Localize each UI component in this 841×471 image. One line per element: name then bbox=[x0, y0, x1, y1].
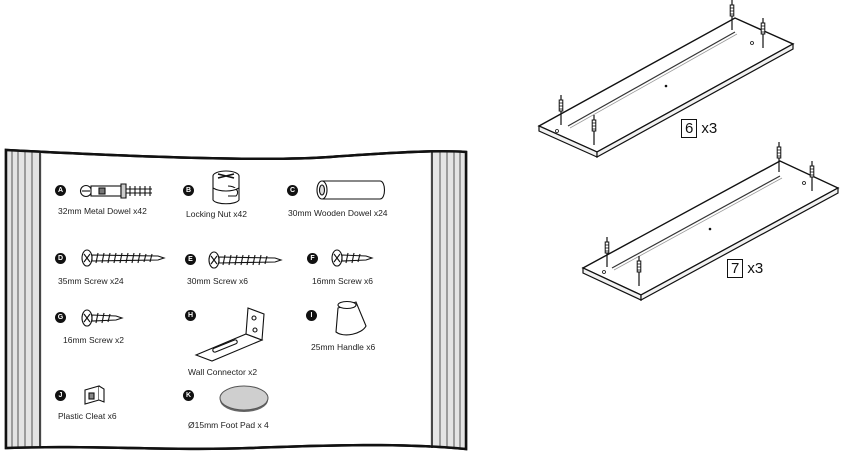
handle-icon bbox=[335, 300, 367, 336]
panel-6-qty: x3 bbox=[701, 120, 718, 137]
letter-badge-d: D bbox=[55, 253, 66, 264]
letter-badge-a: A bbox=[55, 185, 66, 196]
screw-icon bbox=[208, 251, 283, 269]
letter-badge-c: C bbox=[287, 185, 298, 196]
letter-badge-k: K bbox=[183, 390, 194, 401]
wooden-dowel-icon bbox=[316, 180, 386, 200]
letter-badge-b: B bbox=[183, 185, 194, 196]
part-label-j: Plastic Cleat x6 bbox=[58, 411, 117, 421]
part-label-e: 30mm Screw x6 bbox=[187, 276, 248, 286]
letter-badge-h: H bbox=[185, 310, 196, 321]
hardware-bag bbox=[4, 148, 468, 451]
part-label-f: 16mm Screw x6 bbox=[312, 276, 373, 286]
part-label-h: Wall Connector x2 bbox=[188, 367, 258, 377]
letter-badge-i: I bbox=[306, 310, 317, 321]
screw-icon bbox=[81, 309, 124, 327]
part-label-b: Locking Nut x42 bbox=[186, 209, 247, 219]
screw-icon bbox=[331, 249, 374, 267]
letter-badge-j: J bbox=[55, 390, 66, 401]
panel-7 bbox=[581, 142, 840, 302]
part-label-i: 25mm Handle x6 bbox=[311, 342, 376, 352]
panel-6 bbox=[537, 0, 795, 159]
panel-7-qty: x3 bbox=[747, 260, 764, 277]
screw-icon bbox=[81, 249, 166, 267]
panel-6-number: 6 bbox=[681, 119, 698, 138]
metal-dowel-icon bbox=[79, 183, 152, 199]
locking-nut-icon bbox=[212, 170, 240, 205]
panel-7-number: 7 bbox=[727, 259, 744, 278]
letter-badge-e: E bbox=[185, 254, 196, 265]
part-label-c: 30mm Wooden Dowel x24 bbox=[288, 208, 388, 218]
plastic-cleat-icon bbox=[84, 385, 105, 405]
letter-badge-f: F bbox=[307, 253, 318, 264]
part-label-d: 35mm Screw x24 bbox=[58, 276, 124, 286]
part-label-k: Ø15mm Foot Pad x 4 bbox=[188, 420, 269, 430]
wall-connector-icon bbox=[194, 307, 265, 362]
letter-badge-g: G bbox=[55, 312, 66, 323]
part-label-g: 16mm Screw x2 bbox=[63, 335, 124, 345]
foot-pad-icon bbox=[219, 385, 269, 412]
part-label-a: 32mm Metal Dowel x42 bbox=[58, 206, 147, 216]
